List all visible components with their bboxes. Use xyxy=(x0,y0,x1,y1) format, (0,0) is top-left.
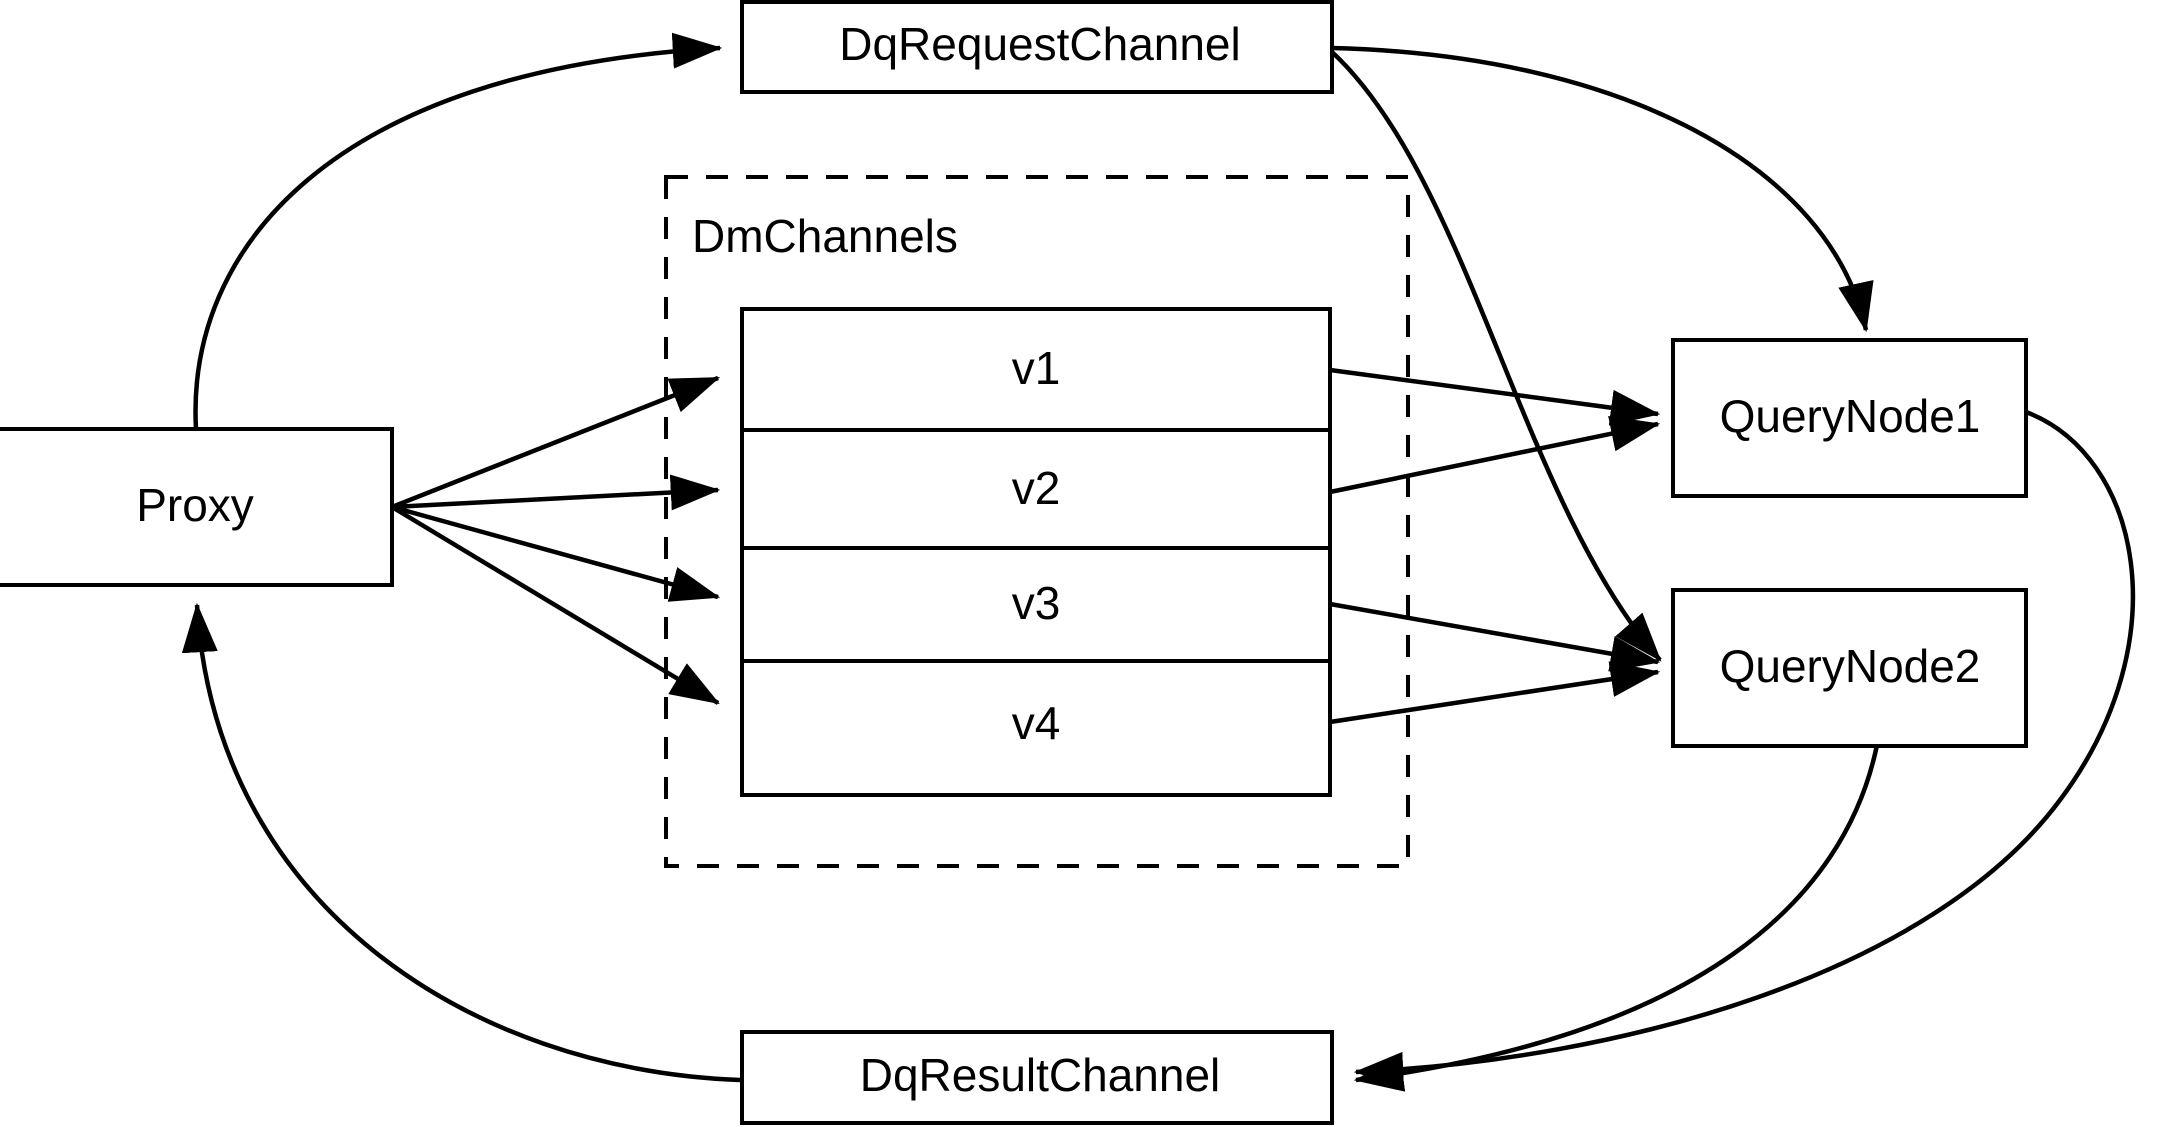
edge-proxy-to-v1 xyxy=(391,375,721,510)
edge-proxy-to-v3 xyxy=(391,504,721,602)
node-label-querynode1: QueryNode1 xyxy=(1720,390,1981,442)
node-box-querynode1[interactable] xyxy=(1671,338,2028,498)
node-label-dqrequestchannel: DqRequestChannel xyxy=(839,18,1241,70)
edge-v1-to-querynode1 xyxy=(1329,367,1661,426)
edge-querynode1-to-dqresultchannel xyxy=(1353,409,2136,1088)
edge-dqrequestchannel-to-querynode1 xyxy=(1331,45,1874,333)
node-label-proxy: Proxy xyxy=(136,479,254,531)
edge-dqrequestchannel-to-querynode2 xyxy=(1330,50,1662,662)
edge-v3-to-querynode2 xyxy=(1329,601,1661,672)
edge-dqresultchannel-to-proxy xyxy=(181,602,741,1083)
node-box-proxy[interactable] xyxy=(0,427,394,587)
edge-proxy-to-v2 xyxy=(391,474,721,511)
dmchannels-table-box xyxy=(740,307,1332,797)
dmchannels-row-label-v2: v2 xyxy=(1012,462,1061,514)
dmchannels-row-label-v4: v4 xyxy=(1012,697,1061,749)
dmchannels-row-label-v1: v1 xyxy=(1012,342,1061,394)
node-box-dqresultchannel[interactable] xyxy=(740,1030,1334,1125)
dmchannels-group-box xyxy=(664,175,1410,868)
node-label-querynode2: QueryNode2 xyxy=(1720,640,1981,692)
edge-v2-to-querynode1 xyxy=(1329,415,1661,495)
edge-querynode2-to-dqresultchannel xyxy=(1353,744,1880,1092)
node-box-querynode2[interactable] xyxy=(1671,588,2028,748)
edge-v4-to-querynode2 xyxy=(1329,661,1661,725)
dmchannels-group-label: DmChannels xyxy=(692,210,958,262)
edge-proxy-to-v4 xyxy=(390,505,720,705)
edge-proxy-to-dqrequestchannel xyxy=(193,32,723,430)
node-box-dqrequestchannel[interactable] xyxy=(740,0,1334,94)
node-label-dqresultchannel: DqResultChannel xyxy=(860,1049,1221,1101)
dmchannels-row-label-v3: v3 xyxy=(1012,577,1061,629)
